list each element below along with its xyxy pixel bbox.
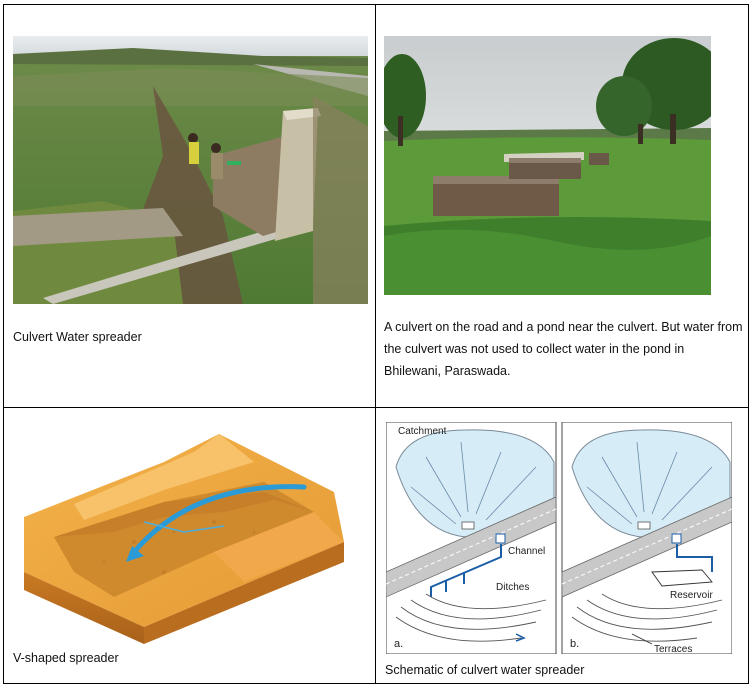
schematic-panel-a: Catchment Channel Ditches a. [386,422,557,654]
label-channel: Channel [508,546,545,557]
culvert-pond-photo [384,36,711,295]
label-catchment: Catchment [398,426,447,437]
figure-table: Culvert Water spreader [3,4,749,684]
v-spreader-illustration [24,434,344,644]
cell-culvert-spreader: Culvert Water spreader [4,5,376,408]
label-panel-b: b. [570,638,579,650]
cell-schematic: Catchment Channel Ditches a. [376,408,748,684]
label-ditches: Ditches [496,582,529,593]
schematic-diagram: Catchment Channel Ditches a. [386,422,732,654]
cell-v-spreader: V-shaped spreader [4,408,376,684]
caption-schematic: Schematic of culvert water spreader [385,663,585,677]
label-terraces: Terraces [654,644,692,654]
schematic-panel-b: Reservoir Terraces b. [561,422,732,654]
label-panel-a: a. [394,638,403,650]
caption-v-spreader: V-shaped spreader [13,651,119,665]
caption-culvert-spreader: Culvert Water spreader [13,330,142,344]
label-reservoir: Reservoir [670,590,713,601]
caption-culvert-pond: A culvert on the road and a pond near th… [384,320,743,378]
culvert-spreader-photo [13,36,368,304]
cell-culvert-pond: A culvert on the road and a pond near th… [376,5,748,408]
